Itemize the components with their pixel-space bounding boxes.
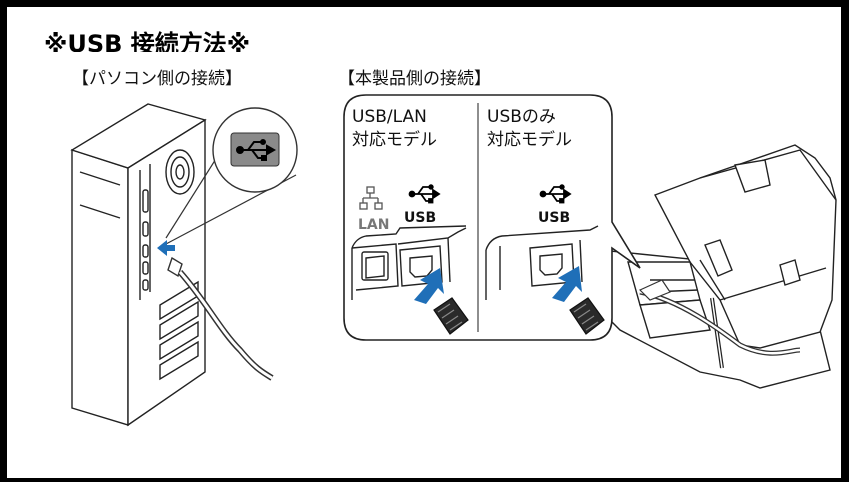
insert-arrow-right — [552, 266, 582, 302]
device-side-label: 【本製品側の接続】 — [338, 69, 491, 89]
pc-tower — [70, 103, 207, 427]
right-port-housing — [485, 225, 599, 300]
usb-b-plug-right — [569, 297, 605, 335]
right-usb-label: USB — [538, 210, 570, 226]
left-panel-line2: 対応モデル — [352, 129, 437, 150]
lan-label: LAN — [358, 217, 389, 233]
usb-symbol-icon — [539, 184, 572, 204]
right-panel-line2: 対応モデル — [487, 129, 572, 150]
pc-usb-cable — [167, 256, 274, 381]
frame-right-edge — [841, 0, 849, 482]
pc-side-label: 【パソコン側の接続】 — [72, 69, 242, 89]
usb-b-plug-left — [433, 297, 469, 335]
insert-arrow-left — [414, 268, 444, 304]
lan-network-icon — [359, 186, 383, 210]
usb-symbol-icon — [236, 139, 277, 161]
left-usb-label: USB — [404, 210, 436, 226]
left-port-housing — [351, 225, 467, 300]
left-panel-line1: USB/LAN — [352, 107, 427, 127]
printer-rod — [710, 297, 724, 369]
pc-port-arrow — [157, 240, 175, 256]
usb-symbol-icon — [408, 184, 441, 204]
printer-usb-cable — [638, 279, 801, 356]
page-title: ※USB 接続方法※ — [44, 30, 255, 52]
right-panel-line1: USBのみ — [487, 107, 556, 127]
